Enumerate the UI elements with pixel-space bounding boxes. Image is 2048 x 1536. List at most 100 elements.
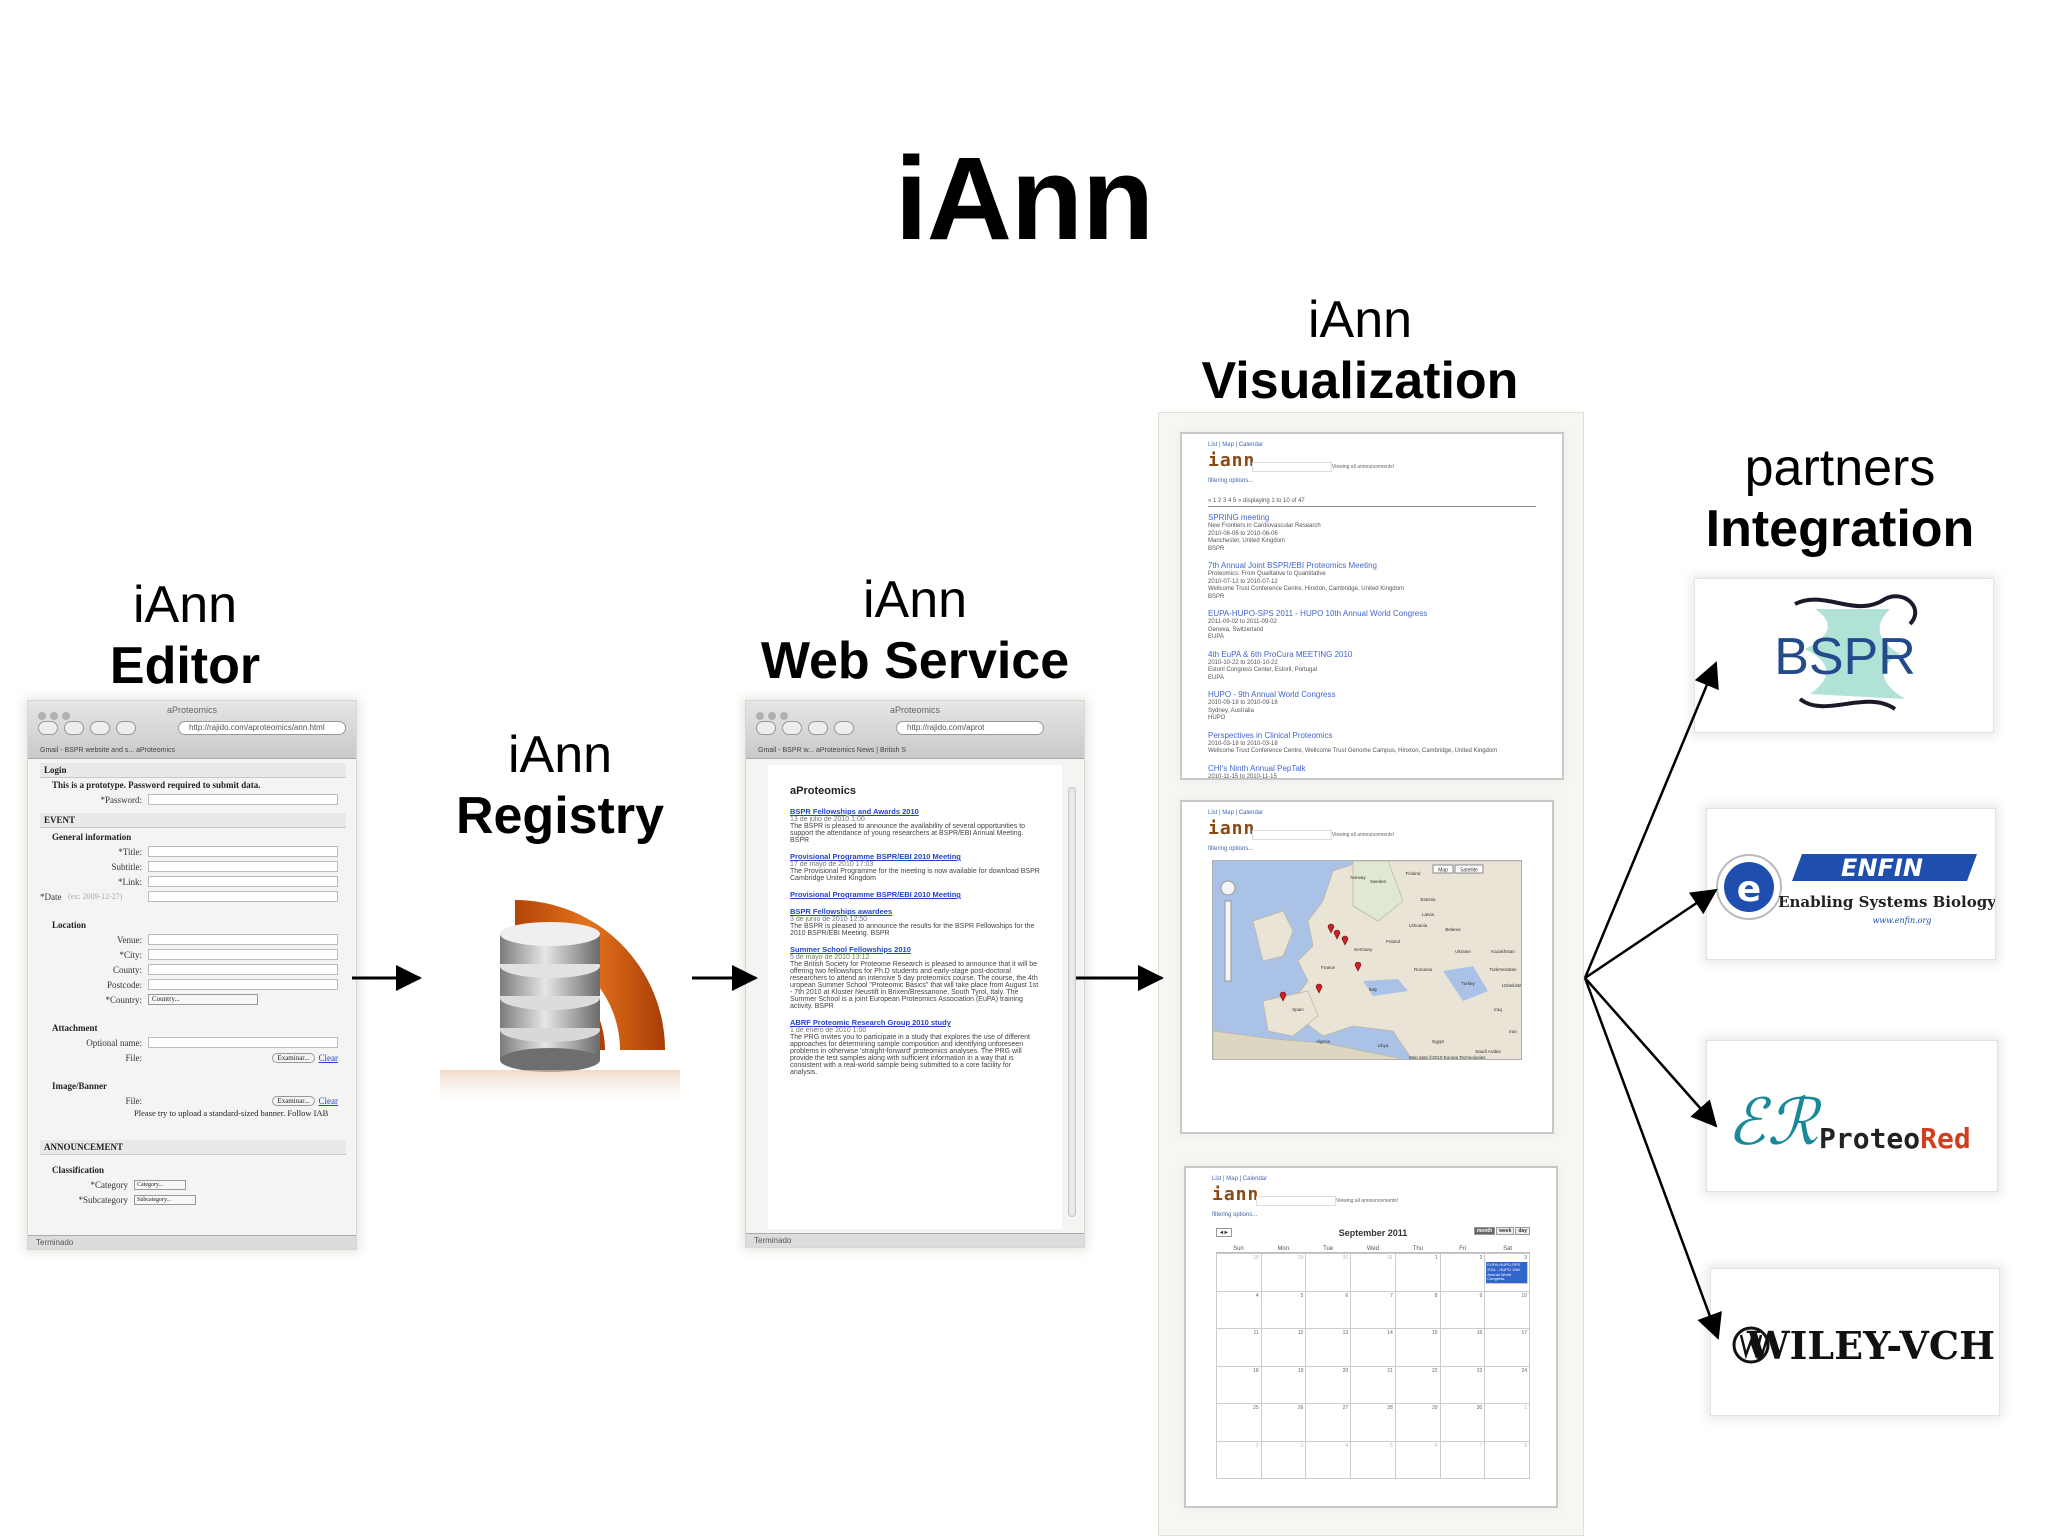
calendar-day[interactable]: 17 — [1485, 1329, 1530, 1367]
editor-nav-buttons[interactable] — [38, 721, 142, 739]
venue-input[interactable] — [148, 934, 338, 945]
ws-item-link[interactable]: BSPR Fellowships and Awards 2010 — [790, 807, 919, 816]
calendar-day[interactable]: 6 — [1395, 1441, 1441, 1479]
calendar-day[interactable]: 10 — [1485, 1291, 1530, 1329]
viz-event-title[interactable]: SPRING meeting — [1208, 513, 1270, 522]
ws-url-bar[interactable]: http://rajido.com/aprot — [896, 721, 1044, 735]
ws-scrollbar[interactable] — [1068, 787, 1076, 1217]
calendar-day[interactable]: 9 — [1440, 1291, 1486, 1329]
viz-event-title[interactable]: 7th Annual Joint BSPR/EBI Proteomics Mee… — [1208, 561, 1377, 570]
map-marker[interactable] — [1341, 935, 1349, 946]
calendar-day[interactable]: 21 — [1351, 1366, 1396, 1404]
viz-event[interactable]: EUPA-HUPO-SPS 2011 - HUPO 10th Annual Wo… — [1208, 609, 1536, 642]
bspr-logo-box[interactable]: BSPR — [1694, 578, 1994, 733]
wiley-logo-box[interactable]: WILEY-VCH — [1710, 1268, 2000, 1416]
link-input[interactable] — [148, 876, 338, 887]
subcategory-select[interactable]: Subcategory... — [134, 1194, 196, 1205]
viz-cal-search[interactable] — [1256, 1196, 1336, 1206]
calendar-day[interactable]: 30 — [1306, 1254, 1352, 1292]
viz-event-title[interactable]: EUPA-HUPO-SPS 2011 - HUPO 10th Annual Wo… — [1208, 609, 1428, 618]
viz-cal-filter[interactable]: filtering options... — [1212, 1212, 1258, 1218]
calendar-day[interactable]: 7 — [1351, 1291, 1396, 1329]
calendar-day[interactable]: 8 — [1485, 1441, 1530, 1479]
ws-item-link[interactable]: Provisional Programme BSPR/EBI 2010 Meet… — [790, 890, 961, 899]
map-markers[interactable] — [1279, 923, 1362, 1002]
calendar-day[interactable]: 4 — [1306, 1441, 1352, 1479]
calendar-day[interactable]: 3 — [1261, 1441, 1307, 1479]
calendar-day[interactable]: 12 — [1261, 1329, 1307, 1367]
postcode-input[interactable] — [148, 979, 338, 990]
image-clear-link[interactable]: Clear — [318, 1095, 339, 1106]
viz-list-pager[interactable]: « 1 2 3 4 5 » displaying 1 to 10 of 47 — [1208, 498, 1536, 507]
ws-item-link[interactable]: BSPR Fellowships awardees — [790, 907, 893, 916]
country-select[interactable]: Country... — [148, 994, 258, 1005]
clear-link[interactable]: Clear — [318, 1052, 339, 1063]
ws-item-link[interactable]: Summer School Fellowships 2010 — [790, 945, 911, 954]
calendar-day[interactable]: 22 — [1395, 1366, 1441, 1404]
viz-event-title[interactable]: CHI's Ninth Annual PepTalk — [1208, 763, 1306, 773]
calendar-day[interactable]: 5 — [1351, 1441, 1396, 1479]
calendar-day[interactable]: 28 — [1217, 1254, 1262, 1292]
calendar-day[interactable]: 1 — [1485, 1404, 1530, 1442]
editor-tabs-bar[interactable]: Gmail - BSPR website and s... aProteomic… — [40, 747, 175, 754]
calendar-day[interactable]: 28 — [1351, 1404, 1396, 1442]
editor-url-bar[interactable]: http://rajido.com/aproteomics/ann.html — [178, 721, 346, 735]
viz-list-search[interactable] — [1252, 462, 1332, 472]
viz-event-title[interactable]: Perspectives in Clinical Proteomics — [1208, 730, 1333, 740]
date-input[interactable] — [148, 891, 338, 902]
calendar-day[interactable]: 5 — [1261, 1291, 1307, 1329]
viz-list-filter[interactable]: filtering options... — [1208, 478, 1254, 484]
calendar-day[interactable]: 2 — [1217, 1441, 1262, 1479]
calendar-day[interactable]: 24 — [1485, 1366, 1530, 1404]
optional-name-input[interactable] — [148, 1037, 338, 1048]
calendar-day[interactable]: 2 — [1440, 1254, 1486, 1292]
calendar-day[interactable]: 11 — [1217, 1329, 1262, 1367]
calendar-day[interactable]: 15 — [1395, 1329, 1441, 1367]
calendar-day[interactable]: 19 — [1261, 1366, 1307, 1404]
satellite-button-label[interactable]: Satellite — [1460, 868, 1478, 874]
calendar-day[interactable]: 18 — [1217, 1366, 1262, 1404]
calendar-view-week[interactable]: week — [1496, 1227, 1515, 1235]
viz-map-nav[interactable]: List | Map | Calendar — [1208, 810, 1264, 816]
calendar-day[interactable]: 30 — [1440, 1404, 1486, 1442]
ws-window-controls[interactable] — [756, 707, 792, 725]
calendar-view-month[interactable]: month — [1473, 1227, 1496, 1235]
calendar-event[interactable]: EUPA-HUPO-SPS 2011 - HUPO 10th Annual Wo… — [1486, 1262, 1528, 1285]
viz-cal-nav[interactable]: List | Map | Calendar — [1212, 1176, 1268, 1182]
calendar-day[interactable]: 29 — [1395, 1404, 1441, 1442]
map-marker[interactable] — [1354, 961, 1362, 972]
ws-tabs-bar[interactable]: Gmail - BSPR w... aProteomics News | Bri… — [758, 747, 907, 754]
calendar-day[interactable]: 14 — [1351, 1329, 1396, 1367]
viz-event[interactable]: 7th Annual Joint BSPR/EBI Proteomics Mee… — [1208, 561, 1536, 601]
calendar-day[interactable]: 31 — [1351, 1254, 1396, 1292]
viz-list-nav[interactable]: List | Map | Calendar — [1208, 442, 1264, 448]
calendar-prev-next[interactable]: ◂ ▸ — [1216, 1228, 1232, 1237]
calendar-day[interactable]: 1 — [1395, 1254, 1441, 1292]
calendar-day[interactable]: 8 — [1395, 1291, 1441, 1329]
category-select[interactable]: Category... — [134, 1179, 186, 1190]
calendar-day[interactable]: 23 — [1440, 1366, 1486, 1404]
map-button-label[interactable]: Map — [1438, 868, 1448, 874]
calendar-day[interactable]: 29 — [1261, 1254, 1307, 1292]
viz-event-title[interactable]: 4th EuPA & 6th ProCura MEETING 2010 — [1208, 649, 1353, 659]
map-marker[interactable] — [1333, 929, 1341, 940]
map-marker[interactable] — [1315, 983, 1323, 994]
ws-item-link[interactable]: ABRF Proteomic Research Group 2010 study — [790, 1018, 951, 1027]
calendar-day[interactable]: 16 — [1440, 1329, 1486, 1367]
viz-event-title[interactable]: HUPO - 9th Annual World Congress — [1208, 690, 1336, 699]
county-input[interactable] — [148, 964, 338, 975]
calendar-day[interactable]: 20 — [1306, 1366, 1352, 1404]
calendar-day[interactable]: 27 — [1306, 1404, 1352, 1442]
browse-button[interactable]: Examinar... — [272, 1052, 315, 1063]
calendar-view-day[interactable]: day — [1515, 1227, 1530, 1235]
enfin-logo-box[interactable]: e ENFIN Enabling Systems Biology www.enf… — [1706, 808, 1996, 960]
proteored-logo-box[interactable]: ℰ ℛ ProteoRed — [1706, 1040, 1998, 1192]
calendar-day[interactable]: 26 — [1261, 1404, 1307, 1442]
calendar-day[interactable]: 13 — [1306, 1329, 1352, 1367]
